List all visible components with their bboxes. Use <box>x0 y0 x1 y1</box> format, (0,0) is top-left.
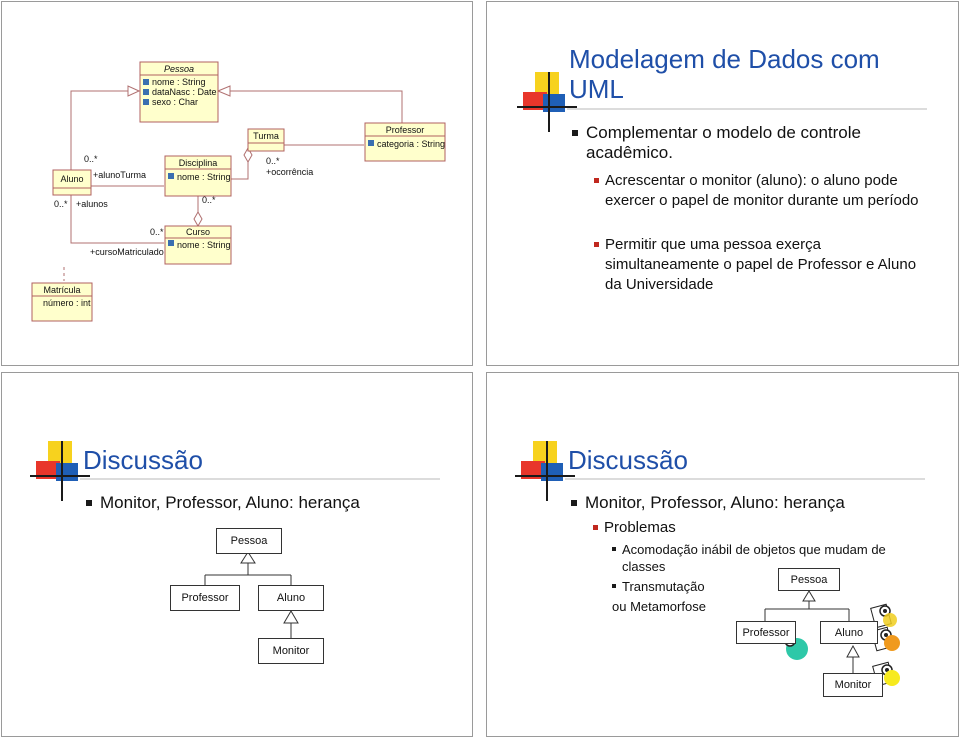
disciplina-attr: nome : String <box>177 172 231 182</box>
inheritance-diagram <box>764 590 900 687</box>
assoc-aluno-curso <box>70 195 164 244</box>
matricula-attr: número : int <box>43 298 91 308</box>
pessoa-attr: sexo : Char <box>152 97 198 107</box>
slide-title: Discussão <box>568 445 688 475</box>
pessoa-attr: nome : String <box>152 77 206 87</box>
title-decoration <box>517 72 577 132</box>
role-label: +alunoTurma <box>93 170 146 180</box>
multiplicity-label: 0..* <box>150 227 164 237</box>
role-label: +ocorrência <box>266 167 313 177</box>
face-icon-yellow-bottom <box>872 661 900 687</box>
generalization-aluno-pessoa <box>70 90 128 172</box>
title-underline <box>565 478 925 480</box>
generalization-arrowhead <box>127 85 141 97</box>
slide-discussao-1: Discussão Monitor, Professor, Aluno: her… <box>1 372 473 737</box>
professor-attr: categoria : String <box>377 139 445 149</box>
title-underline <box>567 108 927 110</box>
class-turma-name: Turma <box>253 131 279 141</box>
multiplicity-label: 0..* <box>54 199 68 209</box>
multiplicity-label: 0..* <box>84 154 98 164</box>
slide-modelagem: Modelagem de Dados com UML Complementar … <box>486 1 959 366</box>
class-pessoa: Pessoa <box>778 568 840 591</box>
generalization-professor-pessoa <box>230 90 403 124</box>
role-label: +cursoMatriculado <box>90 247 164 257</box>
multiplicity-label: 0..* <box>202 195 216 205</box>
sub-bullet-item: Permitir que uma pessoa exerça simultane… <box>594 235 930 295</box>
class-professor-name: Professor <box>386 125 425 135</box>
sub-bullet-item: Acrescentar o monitor (aluno): o aluno p… <box>594 171 930 211</box>
role-label: +alunos <box>76 199 108 209</box>
class-matricula-name: Matrícula <box>43 285 80 295</box>
uml-class-diagram: Pessoa nome : String dataNasc : Date sex… <box>31 61 446 322</box>
class-pessoa-name: Pessoa <box>164 64 194 74</box>
class-curso-name: Curso <box>186 227 210 237</box>
slide-title: Modelagem de Dados com UML <box>569 44 880 104</box>
generalization-arrowhead <box>216 85 231 97</box>
class-pessoa: Pessoa <box>216 528 282 554</box>
class-monitor: Monitor <box>823 673 883 697</box>
class-aluno: Aluno <box>820 621 878 644</box>
assoc-disciplina-turma <box>231 162 249 180</box>
class-disciplina-name: Disciplina <box>179 158 218 168</box>
class-aluno: Aluno <box>258 585 324 611</box>
class-aluno-name: Aluno <box>60 174 83 184</box>
slide-title: Discussão <box>83 445 203 475</box>
bullet-item: Complementar o modelo de controle acadêm… <box>572 123 926 163</box>
aggregation-diamond <box>193 210 203 228</box>
class-professor: Professor <box>170 585 240 611</box>
multiplicity-label: 0..* <box>266 156 280 166</box>
class-monitor: Monitor <box>258 638 324 664</box>
sub-sub-bullet-item: Transmutação <box>612 578 822 595</box>
pessoa-attr: dataNasc : Date <box>152 87 217 97</box>
title-decoration <box>515 441 575 501</box>
inheritance-diagram <box>204 551 299 638</box>
slide-discussao-2: Discussão Monitor, Professor, Aluno: her… <box>486 372 959 737</box>
slide-uml-diagram: Pessoa nome : String dataNasc : Date sex… <box>1 1 473 366</box>
title-underline <box>80 478 440 480</box>
tail-text: ou Metamorfose <box>612 599 706 614</box>
bullet-item: Monitor, Professor, Aluno: herança <box>571 493 935 513</box>
bullet-item: Monitor, Professor, Aluno: herança <box>86 493 440 513</box>
title-decoration <box>30 441 90 501</box>
sub-sub-bullet-item: Acomodação inábil de objetos que mudam d… <box>612 541 922 575</box>
class-professor: Professor <box>736 621 796 644</box>
sub-bullet-item: Problemas <box>593 518 904 538</box>
curso-attr: nome : String <box>177 240 231 250</box>
